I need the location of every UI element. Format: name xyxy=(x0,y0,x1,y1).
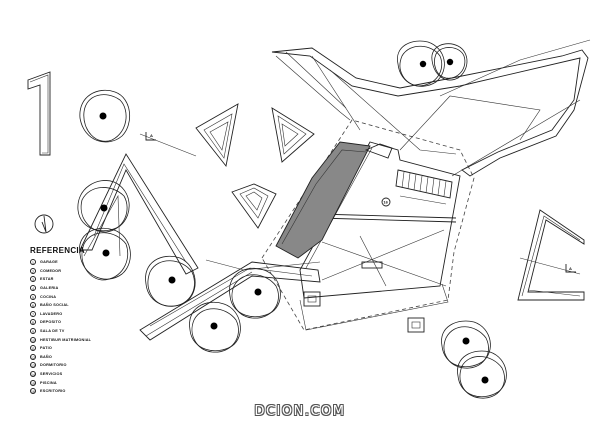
legend-item: 4 GALERIA xyxy=(30,284,150,293)
legend-number: 7 xyxy=(30,310,36,317)
legend-number: 8 xyxy=(30,319,36,326)
legend-number: 14 xyxy=(30,371,36,378)
legend-item: 15 PISCINA xyxy=(30,378,150,387)
legend-item: 9 SALA DE TV xyxy=(30,327,150,336)
skylight-diamond xyxy=(195,103,239,168)
house-footprint: 16 xyxy=(275,141,461,333)
legend-number: 1 xyxy=(30,259,36,266)
tree-cluster-left xyxy=(77,180,196,307)
legend-number: 10 xyxy=(30,336,36,343)
legend-item: 5 COCINA xyxy=(30,292,150,301)
legend: REFERENCIA 1 GARAGE 2 COMEDOR 3 ESTAR 4 GALE… xyxy=(30,246,150,396)
legend-item: 7 LAVADERO xyxy=(30,310,150,319)
legend-number: 9 xyxy=(30,328,36,335)
tree-cluster-bottom xyxy=(189,268,281,353)
legend-number: 13 xyxy=(30,362,36,369)
legend-item: 8 DEPOSITO xyxy=(30,318,150,327)
legend-label: BAÑO xyxy=(40,354,52,359)
site-boundary xyxy=(261,119,475,331)
legend-label: ESTAR xyxy=(40,277,54,282)
legend-item: 10 HESTIBUR MATRIMONIAL xyxy=(30,335,150,344)
legend-item: 3 ESTAR xyxy=(30,275,150,284)
legend-label: SERVICIOS xyxy=(40,372,63,377)
legend-item: 16 ESCRITORIO xyxy=(30,387,150,396)
section-mark-right: A xyxy=(519,257,581,275)
legend-label: COMEDOR xyxy=(40,268,62,273)
left-site-outline xyxy=(79,153,199,275)
section-letter-right: A xyxy=(569,266,572,271)
access-ramp xyxy=(139,259,321,341)
legend-label: GALERIA xyxy=(40,286,59,291)
watermark-text: DCION.COM xyxy=(254,404,346,419)
legend-label: COCINA xyxy=(40,294,57,299)
tree-cluster-top xyxy=(397,40,468,87)
legend-number: 2 xyxy=(30,267,36,274)
tree-cluster-right xyxy=(441,320,507,399)
legend-item: 13 DORMITORIO xyxy=(30,361,150,370)
legend-label: LAVADERO xyxy=(40,311,63,316)
legend-label: PATIO xyxy=(40,346,53,351)
legend-number: 6 xyxy=(30,302,36,309)
tree-symbol xyxy=(79,90,130,143)
legend-number: 15 xyxy=(30,379,36,386)
legend-item: 1 GARAGE xyxy=(30,258,150,267)
skylight-pentagon xyxy=(231,183,277,229)
legend-item: 11 PATIO xyxy=(30,344,150,353)
legend-label: DORMITORIO xyxy=(40,363,67,368)
north-arrow xyxy=(34,214,54,234)
legend-label: GARAGE xyxy=(40,260,58,265)
legend-list: 1 GARAGE 2 COMEDOR 3 ESTAR 4 GALERIA 5 COCINA… xyxy=(30,258,150,396)
room-number-16: 16 xyxy=(383,200,388,205)
legend-item: 6 BAÑO SOCIAL xyxy=(30,301,150,310)
skylight-triangle xyxy=(271,107,315,163)
legend-label: PISCINA xyxy=(40,380,57,385)
legend-label: HESTIBUR MATRIMONIAL xyxy=(40,337,92,342)
legend-item: 14 SERVICIOS xyxy=(30,370,150,379)
legend-number: 3 xyxy=(30,276,36,283)
top-approach-bands xyxy=(271,39,591,177)
legend-item: 2 COMEDOR xyxy=(30,267,150,276)
legend-number: 4 xyxy=(30,285,36,292)
legend-item: 12 BAÑO xyxy=(30,353,150,362)
legend-number: 5 xyxy=(30,293,36,300)
section-mark-left: A xyxy=(139,132,197,157)
section-letter-left: A xyxy=(150,133,153,138)
legend-label: ESCRITORIO xyxy=(40,389,66,394)
right-bracket-shape xyxy=(517,209,585,301)
legend-number: 16 xyxy=(30,388,36,395)
legend-number: 12 xyxy=(30,353,36,360)
legend-label: DEPOSITO xyxy=(40,320,62,325)
legend-label: BAÑO SOCIAL xyxy=(40,303,69,308)
legend-number: 11 xyxy=(30,345,36,352)
legend-label: SALA DE TV xyxy=(40,329,65,334)
legend-title: REFERENCIA xyxy=(30,246,86,255)
big-numeral-one xyxy=(27,71,51,156)
